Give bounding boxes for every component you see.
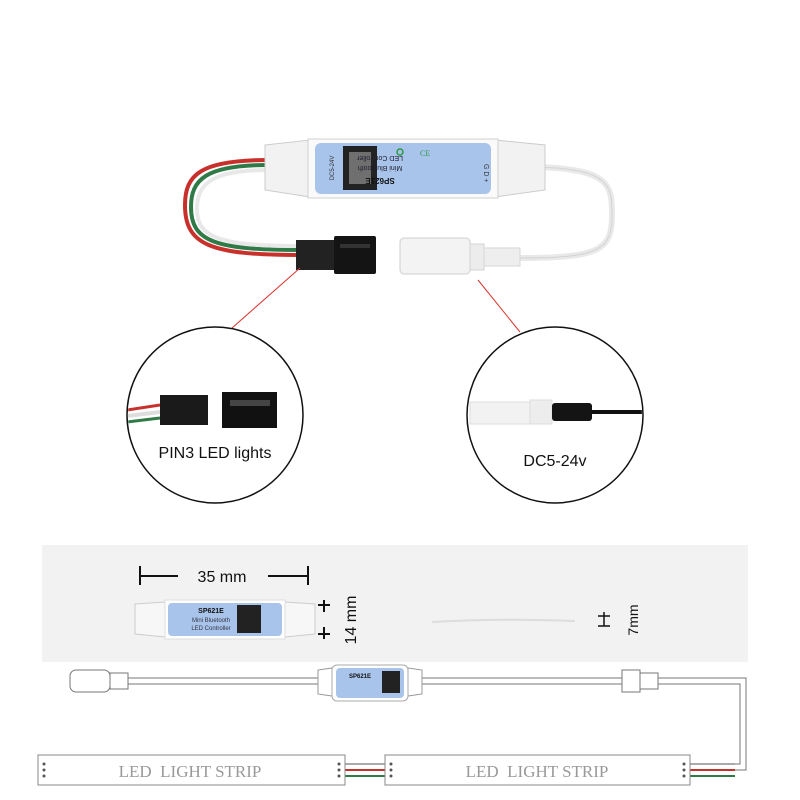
strip-label-right: LED LIGHT STRIP [466, 762, 609, 781]
dc-jack [399, 237, 521, 275]
length-dimension [139, 566, 309, 585]
controller-side: SP621E Mini Bluetooth LED Controller [134, 599, 316, 640]
cert-icon [396, 148, 404, 156]
led-strip-left: LED LIGHT STRIP [37, 754, 346, 786]
ce-mark-icon: CE [420, 149, 430, 158]
controller-top: SP621E Mini Bluetooth LED Controller DC5… [264, 138, 546, 199]
strip-wires [345, 763, 735, 777]
jst-connector [296, 236, 376, 274]
controller-line2: LED Controller [356, 154, 403, 161]
callout-line-right [477, 279, 521, 333]
callout-line-left [231, 267, 301, 329]
pin-label: G D + [482, 164, 489, 182]
callout-circle-right: DC5-24v [466, 326, 644, 504]
model-label-diagram: SP621E [349, 674, 371, 680]
qr-code [343, 146, 377, 190]
voltage-label: DC5-24V [330, 156, 336, 181]
strip-label-left: LED LIGHT STRIP [119, 762, 262, 781]
model-label: SP621E [365, 176, 395, 185]
rgb-wires [182, 158, 301, 257]
wire-dimension [598, 612, 610, 627]
line2-small: LED Controller [191, 626, 230, 632]
controller-diagram: SP621E [317, 664, 423, 702]
controller-line1: Mini Bluetooth [358, 164, 402, 171]
height-label: 14 mm [343, 596, 360, 645]
dc-label: DC5-24v [523, 453, 586, 470]
height-dimension [318, 600, 330, 639]
wire-label: 7mm [625, 604, 641, 635]
led-strip-right: LED LIGHT STRIP [384, 754, 691, 786]
length-label: 35 mm [198, 569, 247, 586]
model-label-small: SP621E [198, 608, 224, 615]
wiring-diagram [69, 669, 747, 771]
qr-code-small [237, 605, 261, 633]
pin3-label: PIN3 LED lights [159, 445, 272, 462]
callout-circle-left: PIN3 LED lights [126, 326, 304, 504]
wire-sample [431, 618, 576, 623]
line1-small: Mini Bluetooth [192, 618, 230, 624]
